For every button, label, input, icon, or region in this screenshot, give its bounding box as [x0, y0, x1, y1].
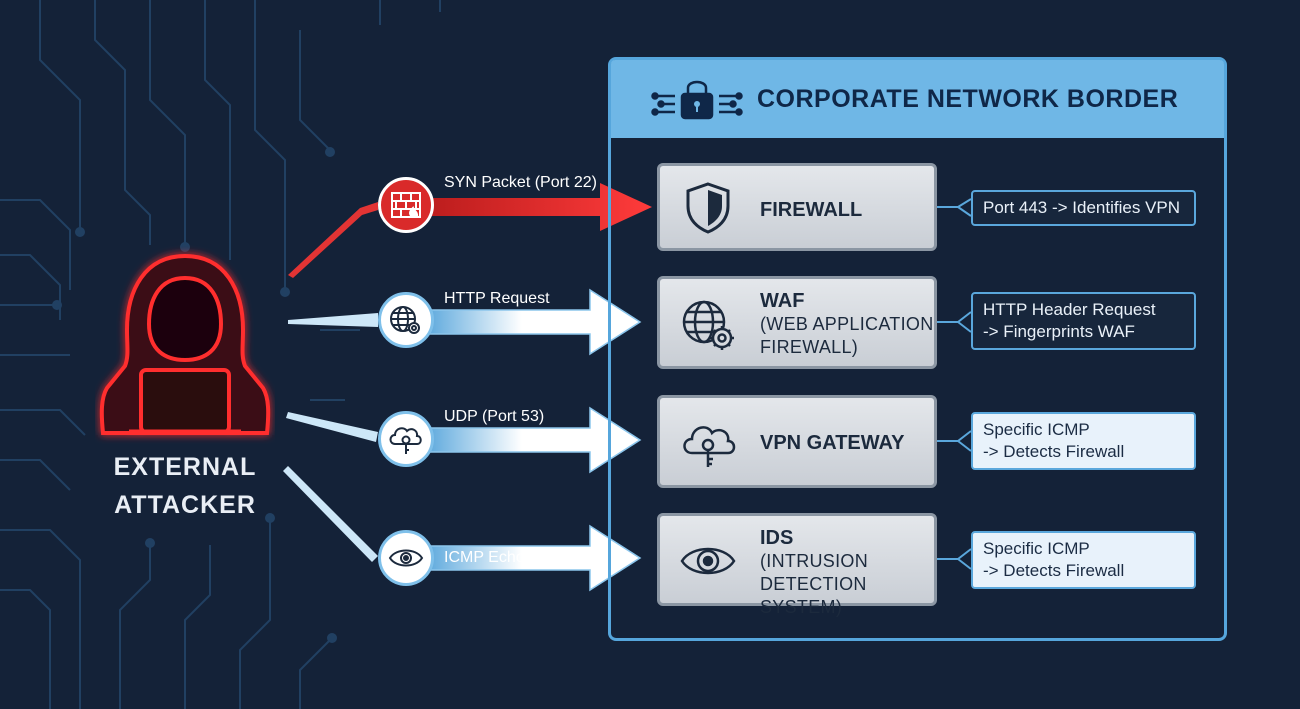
device-subtitle-line2: FIREWALL)	[760, 337, 859, 357]
device-firewall: FIREWALL	[657, 163, 937, 251]
attacker-label: EXTERNAL ATTACKER	[95, 448, 275, 524]
eye-icon	[388, 549, 424, 567]
device-title: WAF	[760, 290, 805, 312]
probe-label-icmp: ICMP Echo	[444, 549, 525, 566]
brick-firewall-icon	[391, 192, 421, 218]
network-border-header: CORPORATE NETWORK BORDER	[611, 60, 1224, 138]
device-name: VPN GATEWAY	[760, 432, 904, 455]
device-title: VPN GATEWAY	[760, 432, 905, 454]
device-subtitle-line2: DETECTION SYSTEM)	[760, 574, 867, 617]
finding-text-line1: Specific ICMP	[983, 539, 1090, 558]
device-waf: WAF (WEB APPLICATION FIREWALL)	[657, 276, 937, 369]
eye-icon	[680, 547, 736, 575]
network-border-title: CORPORATE NETWORK BORDER	[757, 85, 1179, 113]
device-ids: IDS (INTRUSION DETECTION SYSTEM)	[657, 513, 937, 617]
attacker-label-line1: EXTERNAL	[113, 453, 257, 481]
probe-node-icmp	[378, 530, 434, 586]
device-title: FIREWALL	[760, 199, 863, 221]
globe-gear-icon	[682, 300, 734, 350]
icmp-arrow	[283, 466, 642, 592]
finding-text-line2: -> Fingerprints WAF	[983, 322, 1135, 341]
http-arrow	[288, 288, 642, 356]
probe-node-http	[378, 292, 434, 348]
shield-icon	[686, 182, 730, 234]
finding-text-line2: -> Detects Firewall	[983, 442, 1125, 461]
cloud-key-icon	[683, 426, 736, 467]
probe-node-udp	[378, 411, 434, 467]
udp-arrow	[286, 406, 642, 474]
syn-arrow	[288, 183, 652, 278]
probe-label-syn: SYN Packet (Port 22)	[444, 174, 597, 191]
device-name: WAF (WEB APPLICATION FIREWALL)	[760, 290, 934, 359]
finding-text-line1: Specific ICMP	[983, 420, 1090, 439]
finding-ids: Specific ICMP -> Detects Firewall	[971, 531, 1196, 589]
hooded-hacker-icon	[99, 253, 271, 435]
probe-node-syn	[378, 177, 434, 233]
network-border: CORPORATE NETWORK BORDER	[608, 57, 1227, 641]
finding-waf: HTTP Header Request -> Fingerprints WAF	[971, 292, 1196, 350]
finding-text-line2: -> Detects Firewall	[983, 561, 1125, 580]
probe-label-udp: UDP (Port 53)	[444, 408, 545, 425]
cloud-key-icon	[389, 427, 422, 454]
finding-text-line1: Port 443 -> Identifies VPN	[983, 198, 1181, 217]
device-name: IDS (INTRUSION DETECTION SYSTEM)	[760, 527, 934, 619]
finding-text-line1: HTTP Header Request	[983, 300, 1156, 319]
lock-circuit-icon	[651, 80, 743, 120]
finding-vpn-gateway: Specific ICMP -> Detects Firewall	[971, 412, 1196, 470]
device-title: IDS	[760, 527, 794, 549]
probe-label-http: HTTP Request	[444, 290, 550, 307]
device-subtitle-line1: (INTRUSION	[760, 551, 868, 571]
globe-gear-icon	[390, 306, 420, 334]
device-subtitle-line1: (WEB APPLICATION	[760, 314, 934, 334]
device-name: FIREWALL	[760, 199, 862, 222]
finding-firewall: Port 443 -> Identifies VPN	[971, 190, 1196, 226]
device-vpn-gateway: VPN GATEWAY	[657, 395, 937, 488]
attacker-label-line2: ATTACKER	[114, 491, 256, 519]
